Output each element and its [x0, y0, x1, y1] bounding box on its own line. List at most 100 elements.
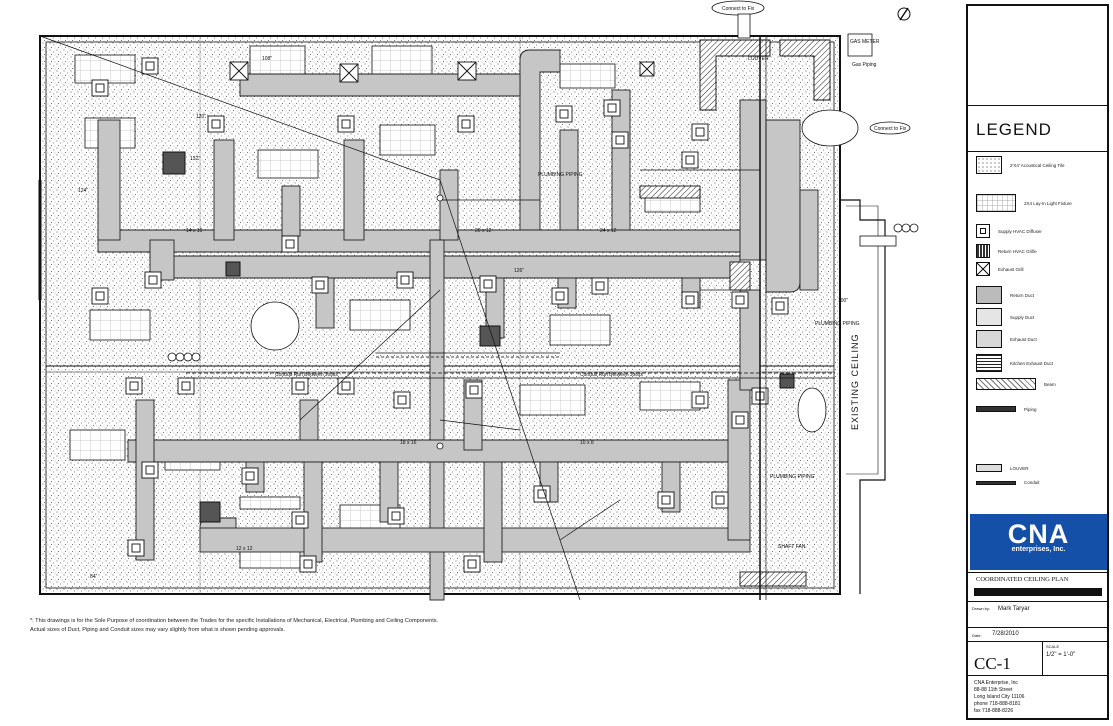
- piping-icon: [976, 406, 1016, 412]
- label-conduit-run-1: Conduit Run Between Joists: [275, 372, 338, 378]
- supply-diffuser-icon: [607, 103, 617, 113]
- legend-item: Conduit: [976, 480, 1040, 485]
- callouts: [250, 0, 911, 433]
- supply-diffuser-icon: [695, 395, 705, 405]
- supply-diffuser-icon: [976, 224, 990, 238]
- legend-item: Supply Duct: [976, 308, 1034, 326]
- supply-diffuser-icon: [559, 109, 569, 119]
- supply-diffuser-icon: [695, 127, 705, 137]
- acoustic-tile-icon: [976, 156, 1002, 174]
- address-line: Long Island City 11106: [974, 694, 1025, 700]
- supply-diffuser-icon: [95, 83, 105, 93]
- supply-diffuser-icon: [397, 395, 407, 405]
- supply-diffuser-icon: [469, 385, 479, 395]
- address-line: phone 718-888-8181: [974, 701, 1021, 707]
- plan-labels: PLUMBING PIPING PLUMBING PIPING PLUMBING…: [78, 6, 907, 580]
- label-connect-1: Connect to Fix: [874, 126, 907, 132]
- pipe-rounds: [167, 194, 919, 450]
- coordination-note: *: This drawings is for the Sole Purpose…: [30, 617, 438, 635]
- legend-label: Return Duct: [1010, 292, 1035, 298]
- title-bar: [974, 588, 1102, 596]
- legend-label: Conduit: [1024, 480, 1040, 485]
- supply-diffuser-icon: [145, 61, 155, 71]
- height-label: 100": [838, 298, 848, 304]
- supply-diffuser-icon: [129, 381, 139, 391]
- return-grilles: [162, 151, 795, 523]
- drawn-by: Mark Taryar: [998, 606, 1030, 612]
- legend-label: 2X4 Lay-In Light Fixture: [1024, 200, 1072, 206]
- date-label: Date:: [972, 633, 982, 638]
- legend-item: 2X4 Lay-In Light Fixture: [976, 194, 1072, 212]
- legend-label: Beam: [1044, 381, 1056, 387]
- height-label: 132": [190, 156, 200, 162]
- label-plumbing-piping-2: PLUMBING PIPING: [815, 321, 860, 327]
- legend-item: Beam: [976, 378, 1056, 390]
- supply-diffuser-icon: [715, 495, 725, 505]
- piping-lines: [39, 35, 835, 601]
- company-address: CNA Enterprise, Inc 88-88 11th Street Lo…: [974, 680, 1024, 715]
- height-label: 108": [262, 56, 272, 62]
- supply-diffuser-icon: [400, 275, 410, 285]
- supply-diffuser-icon: [735, 295, 745, 305]
- note-line: *: This drawings is for the Sole Purpose…: [30, 618, 439, 624]
- date: 7/28/2010: [992, 631, 1019, 637]
- duct-size-label: 24 x 12: [600, 228, 617, 234]
- supply-diffuser-icon: [461, 119, 471, 129]
- supply-diffuser-icon: [661, 495, 671, 505]
- supply-diffuser-icon: [483, 279, 493, 289]
- scale: 1/2" = 1'-0": [1046, 652, 1076, 658]
- label-existing-ceiling: EXISTING CEILING: [850, 333, 860, 430]
- label-conduit-run-2: Conduit Run Between Joists: [580, 372, 643, 378]
- supply-diffuser-icon: [181, 381, 191, 391]
- duct-size-label: 10 x 8: [580, 440, 594, 446]
- note-line: Actual sizes of Duct, Piping and Conduit…: [30, 627, 285, 633]
- kitchen-exhaust-icon: [976, 354, 1002, 372]
- legend-label: Supply HVAC Diffuser: [998, 228, 1042, 234]
- exhaust-grills: [229, 61, 655, 83]
- label-connect-2: Connect to Fix: [722, 6, 755, 12]
- louver-icon: [976, 464, 1002, 472]
- scale-label: SCALE: [1046, 644, 1060, 649]
- supply-diffuser-icon: [391, 511, 401, 521]
- label-louver: LOUVER: [748, 56, 769, 62]
- supply-diffuser-icon: [615, 135, 625, 145]
- duct-size-label: 14 x 10: [186, 228, 203, 234]
- address-line: fax 718-888-8226: [974, 708, 1014, 714]
- legend-label: Return HVAC Grille: [998, 248, 1037, 254]
- address-line: 88-88 11th Street: [974, 687, 1013, 693]
- height-label: 124": [78, 188, 88, 194]
- legend-label: Supply Duct: [1010, 314, 1035, 320]
- beam-icon: [976, 378, 1036, 390]
- supply-diffuser-icon: [145, 465, 155, 475]
- supply-diffuser-icon: [285, 239, 295, 249]
- supply-diffuser-icon: [131, 543, 141, 553]
- gas-meter-box: [847, 33, 873, 57]
- height-label: 126": [514, 268, 524, 274]
- address-line: CNA Enterprise, Inc: [974, 680, 1018, 686]
- drawing-title: COORDINATED CEILING PLAN: [976, 576, 1069, 583]
- supply-diffuser-icon: [685, 295, 695, 305]
- drawn-by-label: Drawn by:: [972, 606, 991, 611]
- supply-diffuser-icon: [315, 280, 325, 290]
- supply-diffuser-icon: [467, 559, 477, 569]
- supply-diffuser-icon: [341, 381, 351, 391]
- ceiling-plan-drawing: PLUMBING PIPING PLUMBING PIPING PLUMBING…: [38, 0, 919, 601]
- label-plumbing-piping-1: PLUMBING PIPING: [538, 172, 583, 178]
- logo-sub: enterprises, Inc.: [1011, 546, 1066, 553]
- legend-item: Kitchen Exhaust Duct: [976, 354, 1053, 372]
- label-gas-meter: GAS METER: [850, 39, 880, 45]
- supply-diffuser-icon: [295, 515, 305, 525]
- supply-duct-icon: [976, 308, 1002, 326]
- supply-diffuser-icon: [303, 559, 313, 569]
- label-plumbing-piping-3: PLUMBING PIPING: [770, 474, 815, 480]
- legend-item: Return HVAC Grille: [976, 244, 1037, 258]
- duct-size-label: 18 x 16: [400, 440, 417, 446]
- supply-diffuser-icon: [595, 281, 605, 291]
- supply-diffuser-icon: [735, 415, 745, 425]
- label-shaft-fan: SHAFT FAN: [778, 544, 806, 550]
- legend-item: Exhaust Grill: [976, 262, 1024, 276]
- logo-name: CNA: [1007, 519, 1070, 549]
- label-gas-note: Gas Piping: [852, 62, 877, 68]
- legend-item: Exhaust Duct: [976, 330, 1037, 348]
